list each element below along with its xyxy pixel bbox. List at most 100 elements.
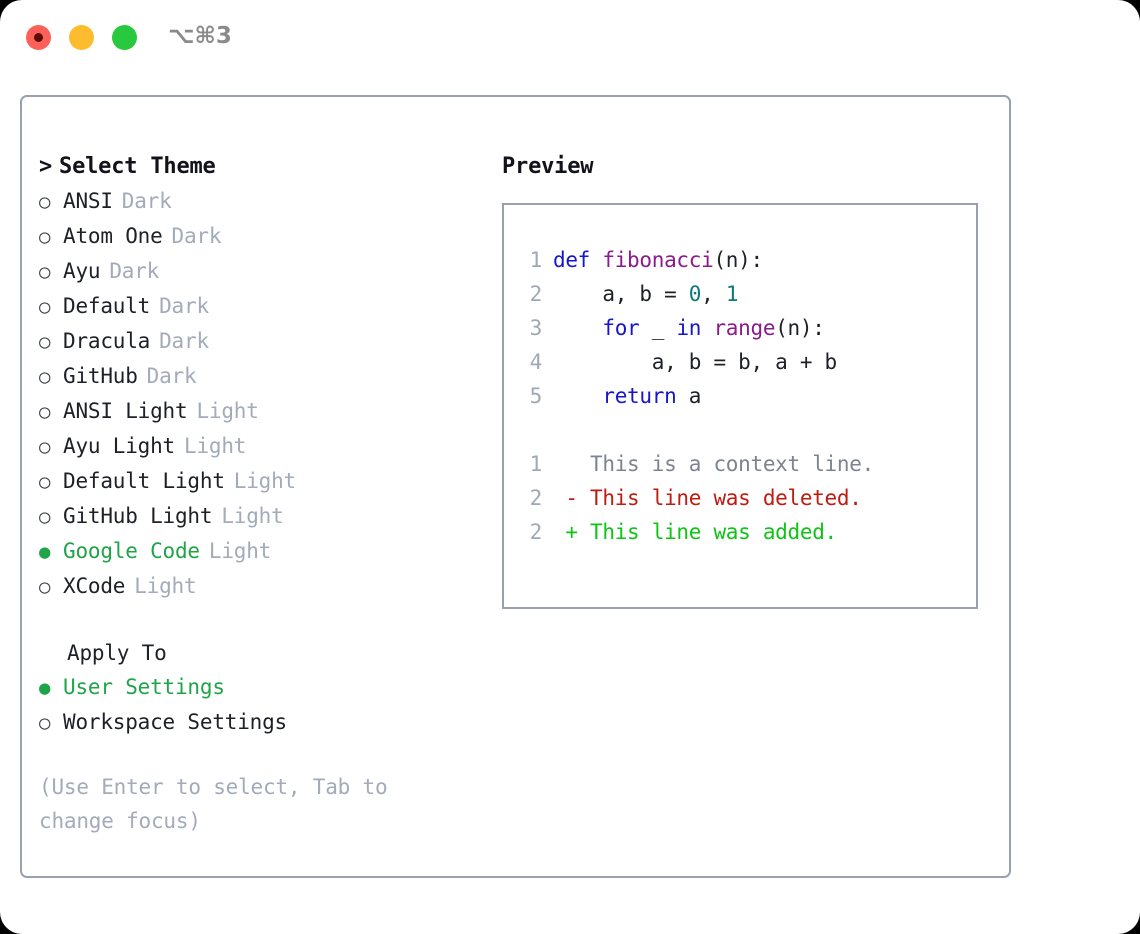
diff-line-text: - This line was deleted.	[553, 486, 862, 510]
theme-option-label: GitHub Light	[63, 504, 213, 528]
code-token-plain	[553, 316, 602, 340]
theme-option-label: ANSI Light	[63, 399, 188, 423]
code-token-plain	[553, 384, 602, 408]
theme-option-ansi-light[interactable]: ○ ANSI Light Light	[39, 394, 499, 429]
radio-selected-icon: ●	[39, 677, 51, 699]
code-token-num: 1	[725, 282, 739, 306]
code-token-num: 0	[688, 282, 702, 306]
minimize-icon[interactable]	[69, 25, 94, 50]
code-diff-separator	[516, 413, 970, 447]
window-controls	[26, 25, 137, 50]
radio-unselected-icon: ○	[39, 471, 51, 493]
code-token-kw: for	[602, 316, 640, 340]
theme-option-variant: Light	[134, 574, 197, 598]
theme-option-variant: Dark	[146, 364, 197, 388]
diff-line-number: 2	[529, 520, 543, 544]
theme-option-label: Google Code	[63, 539, 200, 563]
code-token-kw: def	[553, 248, 603, 272]
code-token-plain: a, b = b, a + b	[553, 350, 837, 374]
theme-option-google-code[interactable]: ● Google Code Light	[39, 534, 499, 569]
theme-option-variant: Dark	[159, 329, 209, 353]
radio-unselected-icon: ○	[39, 261, 51, 283]
code-line: 5 return a	[516, 379, 970, 413]
radio-unselected-icon: ○	[39, 576, 51, 598]
code-line: 4 a, b = b, a + b	[516, 345, 970, 379]
code-line: 2 a, b = 0, 1	[516, 277, 970, 311]
radio-selected-icon: ●	[39, 541, 51, 563]
theme-option-variant: Light	[184, 434, 247, 458]
title-bar: ⌥⌘3	[0, 0, 1140, 78]
radio-unselected-icon: ○	[39, 331, 51, 353]
code-line-text: a, b = b, a + b	[553, 345, 837, 379]
diff-line-added: 2 + This line was added.	[516, 515, 970, 549]
code-token-plain: a	[676, 384, 702, 408]
diff-line-number: 1	[529, 452, 543, 476]
preview-title: Preview	[502, 154, 594, 179]
radio-unselected-icon: ○	[39, 401, 51, 423]
theme-option-label: Ayu Light	[63, 434, 175, 458]
diff-line-number: 2	[529, 486, 543, 510]
apply-to-option-workspace-settings[interactable]: ○Workspace Settings	[39, 705, 499, 740]
code-line: 1 def fibonacci(n):	[516, 243, 970, 277]
code-token-plain: (n):	[775, 316, 825, 340]
code-token-plain: (n):	[713, 248, 763, 272]
code-token-fn: fibonacci	[602, 248, 714, 272]
diff-line-context: 1 This is a context line.	[516, 447, 970, 481]
code-line: 3 for _ in range(n):	[516, 311, 970, 345]
theme-option-variant: Dark	[159, 294, 209, 318]
theme-option-label: Ayu	[63, 259, 101, 283]
diff-block: 1 This is a context line.2 - This line w…	[516, 447, 970, 549]
radio-unselected-icon: ○	[39, 712, 51, 734]
diff-line-text: This is a context line.	[553, 452, 874, 476]
keyboard-hint: (Use Enter to select, Tab to change focu…	[39, 775, 388, 833]
code-line-number: 4	[529, 350, 543, 374]
theme-option-ayu[interactable]: ○ Ayu Dark	[39, 254, 499, 289]
theme-option-variant: Light	[196, 399, 259, 423]
code-line-text: for _ in range(n):	[553, 311, 825, 345]
code-line-text: a, b = 0, 1	[553, 277, 738, 311]
theme-option-label: Default Light	[63, 469, 225, 493]
radio-unselected-icon: ○	[39, 191, 51, 213]
maximize-icon[interactable]	[112, 25, 137, 50]
theme-option-label: GitHub	[63, 364, 138, 388]
section-title-label: Select Theme	[59, 154, 216, 179]
code-token-kw: return	[602, 384, 677, 408]
apply-to-heading: Apply To	[67, 641, 167, 665]
theme-option-variant: Dark	[109, 259, 160, 283]
code-token-plain	[701, 316, 713, 340]
code-token-fn: range	[713, 316, 776, 340]
apply-to-option-user-settings[interactable]: ● User Settings	[39, 670, 499, 705]
theme-option-variant: Light	[208, 539, 272, 563]
radio-unselected-icon: ○	[39, 296, 51, 318]
caret-icon: >	[39, 154, 53, 179]
code-token-plain: a, b =	[553, 282, 689, 306]
apply-to-option-label: User Settings	[63, 675, 225, 699]
spacer	[39, 604, 499, 636]
page-title: >Select Theme	[39, 150, 499, 184]
code-line-number: 3	[529, 316, 543, 340]
radio-unselected-icon: ○	[39, 226, 51, 248]
diff-line-deleted: 2 - This line was deleted.	[516, 481, 970, 515]
theme-option-label: Atom One	[63, 224, 163, 248]
code-line-number: 1	[529, 248, 543, 272]
code-line-text: def fibonacci(n):	[553, 243, 763, 277]
theme-option-label: ANSI	[63, 189, 113, 213]
code-token-plain: _	[639, 316, 677, 340]
close-icon[interactable]	[26, 25, 51, 50]
